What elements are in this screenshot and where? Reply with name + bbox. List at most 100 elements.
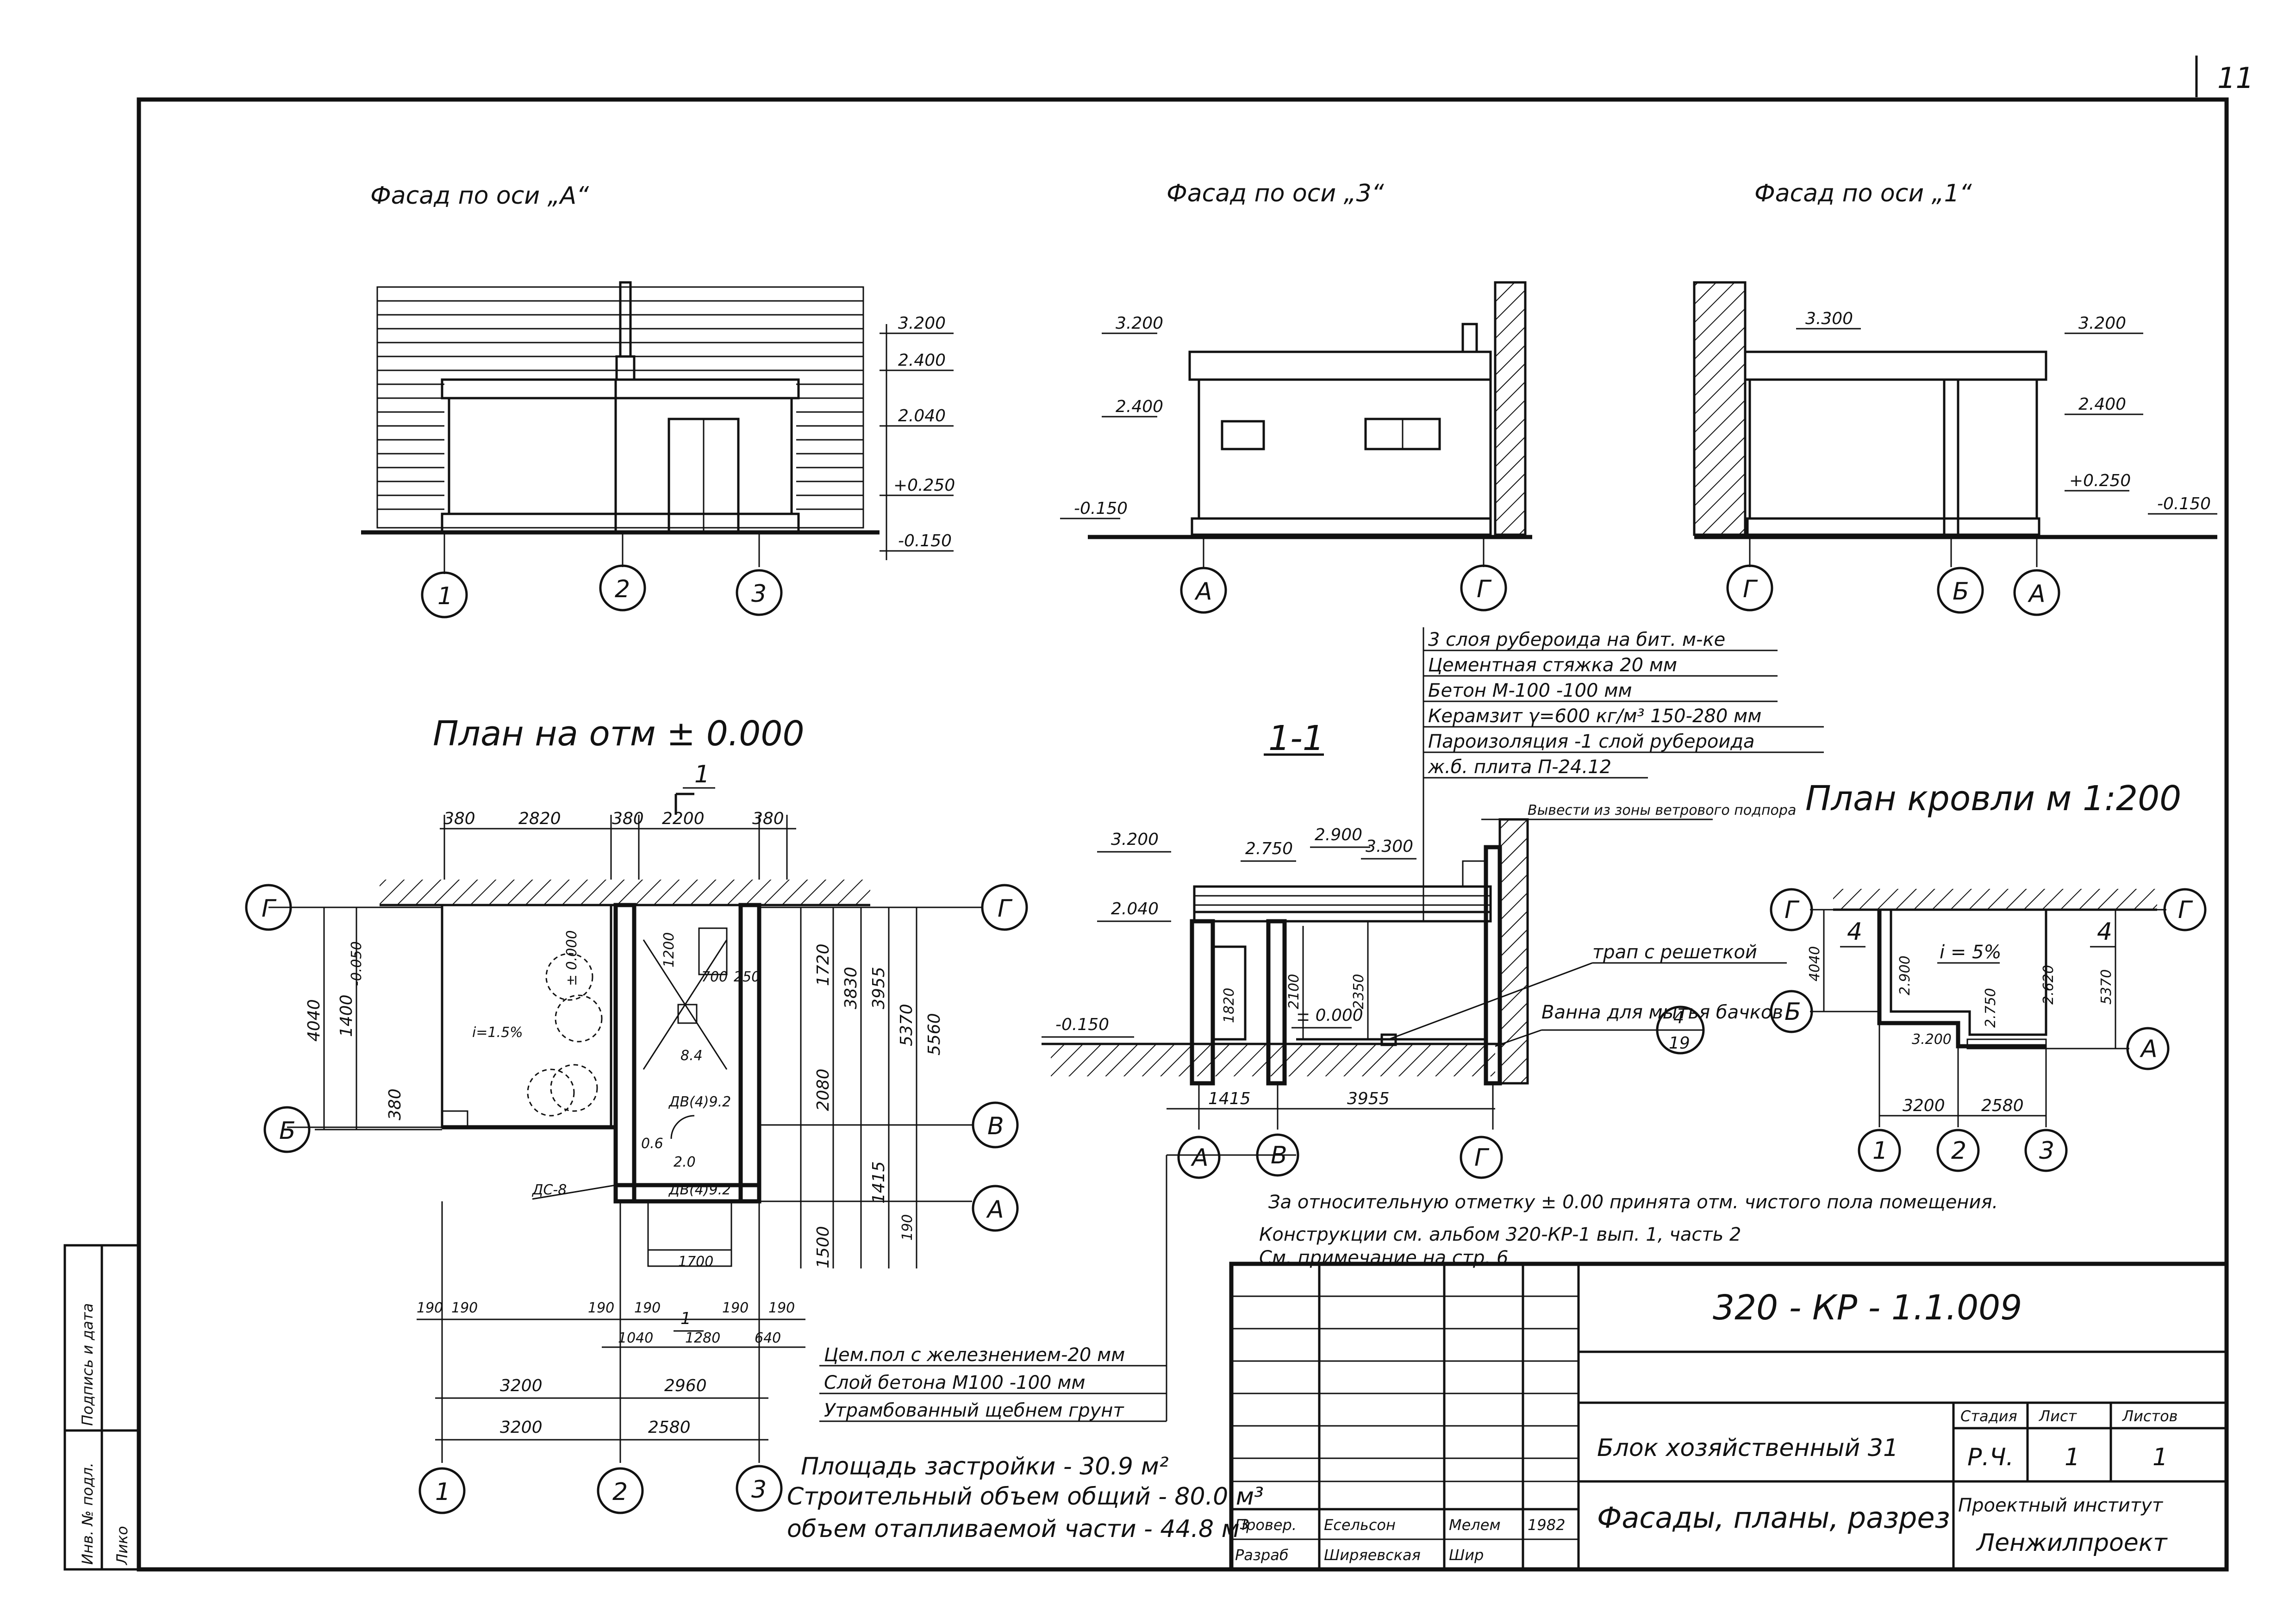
section-level-7: ± 0.000 bbox=[1296, 1006, 1363, 1025]
plan-axis-right-g: Г bbox=[998, 895, 1013, 923]
facade-1: Фасад по оси „1“ 3.300 3.200 2.400 +0.25… bbox=[1693, 180, 2217, 616]
roof-axis-2: 2 bbox=[1951, 1137, 1966, 1165]
title-role-1: Провер. bbox=[1235, 1516, 1297, 1534]
title-sheets: 1 bbox=[2152, 1443, 2168, 1471]
section-axis-v: В bbox=[1271, 1142, 1287, 1169]
plan-right-dim-5: 5370 bbox=[897, 1004, 916, 1046]
title-block: 320 - КР - 1.1.009 Блок хозяйственный 31… bbox=[1229, 1262, 2229, 1572]
section-dim-5: 3955 bbox=[1347, 1089, 1390, 1108]
plan-axis-bot-3: 3 bbox=[751, 1476, 767, 1504]
plan-left-dim-1: 4040 bbox=[305, 999, 324, 1042]
section-level-1: 3.200 bbox=[1111, 830, 1159, 849]
plan-bot-1-1: 190 bbox=[417, 1300, 443, 1316]
plan-axis-right-a: А bbox=[986, 1196, 1004, 1224]
plan-section-mark: 1 bbox=[694, 761, 710, 788]
floor-layers: Цем.пол с железнением-20 мм Слой бетона … bbox=[819, 1154, 1296, 1422]
roof-plan-title: План кровли м 1:200 bbox=[1805, 779, 2181, 818]
section-detail-top: 4 bbox=[1673, 1008, 1684, 1027]
facade-3-title: Фасад по оси „3“ bbox=[1167, 180, 1385, 207]
section-callout-bath: Ванна для мытья бачков bbox=[1541, 1002, 1783, 1023]
plan-axis-bot-1: 1 bbox=[435, 1478, 450, 1506]
plan-int-2: ± 0.000 bbox=[564, 930, 580, 986]
section-dim-2: 2100 bbox=[1286, 974, 1302, 1009]
facade-a-title: Фасад по оси „А“ bbox=[370, 182, 589, 210]
floor-layer-1: Цем.пол с железнением-20 мм bbox=[824, 1344, 1125, 1366]
roof-mark-2: 4 bbox=[2097, 918, 2112, 946]
level-fa-2: 2.400 bbox=[898, 351, 946, 370]
area-summary: Площадь застройки - 30.9 м² Строительный… bbox=[787, 1453, 1264, 1543]
roof-dim-3: 3200 bbox=[1903, 1096, 1945, 1115]
section-axis-g: Г bbox=[1474, 1144, 1490, 1172]
plan-bot-2-2: 1280 bbox=[685, 1330, 720, 1346]
roof-axis-b: Б bbox=[1784, 998, 1801, 1026]
roof-dim-2: 5370 bbox=[2098, 969, 2115, 1005]
roof-level-2: 2.750 bbox=[1983, 988, 1999, 1028]
plan-int-8: ДВ(4)9.2 bbox=[668, 1094, 731, 1110]
facade-3-levels: 3.200 2.400 -0.150 bbox=[1060, 314, 1163, 519]
facade-3: Фасад по оси „3“ 3.200 2.400 -0.150 А Г bbox=[1060, 180, 1532, 614]
plan-section-mark-bottom: 1 bbox=[680, 1309, 691, 1328]
plan-axis-bot-2: 2 bbox=[612, 1478, 628, 1506]
plan-int-6: 1200 bbox=[661, 932, 677, 968]
area-3: объем отапливаемой части - 44.8 м³ bbox=[787, 1515, 1249, 1543]
plan-bot-2-1: 1040 bbox=[618, 1330, 653, 1346]
plan-axis-right-v: В bbox=[987, 1112, 1004, 1140]
plan-axis-left-g: Г bbox=[262, 895, 277, 923]
section-level-6: 3.300 bbox=[1366, 837, 1413, 856]
roof-axis-a: А bbox=[2140, 1035, 2158, 1063]
plan-int-11: 0.6 bbox=[641, 1136, 663, 1152]
side-stamp-signature: Подпись и дата bbox=[79, 1303, 96, 1426]
section-title: 1-1 bbox=[1268, 718, 1324, 758]
plan-right-dim-2: 2080 bbox=[814, 1068, 833, 1111]
plan-top-dim-5: 380 bbox=[752, 809, 784, 828]
plan-int-13: ДС-8 bbox=[531, 1182, 567, 1198]
plan-right-dim-4: 3955 bbox=[869, 967, 888, 1009]
side-stamp: Инв. № подл. Подпись и дата Лико bbox=[63, 1244, 140, 1571]
roof-layer-1: 3 слоя рубероида на бит. м-ке bbox=[1428, 629, 1725, 650]
roof-layer-2: Цементная стяжка 20 мм bbox=[1428, 655, 1677, 676]
section-axis-a: А bbox=[1191, 1144, 1209, 1172]
roof-axis-3: 3 bbox=[2039, 1137, 2054, 1165]
section-callout-vent: Вывести из зоны ветрового подпора bbox=[1528, 802, 1796, 818]
level-fa-4: +0.250 bbox=[893, 476, 955, 495]
facade-a-siding bbox=[376, 286, 864, 529]
note-2: Конструкции см. альбом 320-КР-1 вып. 1, … bbox=[1259, 1224, 1741, 1245]
plan-top-dim-1: 380 bbox=[443, 809, 475, 828]
level-f1-4: +0.250 bbox=[2069, 471, 2131, 490]
facade-a-levels: 3.200 2.400 2.040 +0.250 -0.150 bbox=[880, 314, 955, 560]
section-level-3: -0.150 bbox=[1055, 1015, 1109, 1034]
plan-right-dim-7: 1415 bbox=[869, 1161, 888, 1204]
level-f3-2: 2.400 bbox=[1116, 397, 1163, 416]
title-date-1: 1982 bbox=[1528, 1516, 1565, 1534]
floor-plan: План на отм ± 0.000 1 380 2820 380 2200 … bbox=[245, 714, 1028, 1514]
plan-int-3: i=1.5% bbox=[472, 1024, 523, 1041]
roof-layer-3: Бетон М-100 -100 мм bbox=[1428, 680, 1632, 701]
plan-bot-1-2: 190 bbox=[451, 1300, 478, 1316]
title-code: 320 - КР - 1.1.009 bbox=[1713, 1288, 2022, 1328]
plan-top-dim-4: 2200 bbox=[662, 809, 705, 828]
area-2: Строительный объем общий - 80.0 м³ bbox=[787, 1483, 1264, 1511]
plan-right-dim-1: 1720 bbox=[814, 943, 833, 986]
title-sheet-title: Фасады, планы, разрез bbox=[1597, 1501, 1950, 1535]
plan-right-dim-8: 1500 bbox=[814, 1226, 833, 1268]
plan-right-dim-3: 3830 bbox=[842, 967, 861, 1009]
roof-layer-6: ж.б. плита П-24.12 bbox=[1428, 756, 1611, 778]
title-name-1: Есельсон bbox=[1324, 1516, 1396, 1534]
plan-top-dim-2: 2820 bbox=[518, 809, 561, 828]
floor-layer-3: Утрамбованный щебнем грунт bbox=[824, 1400, 1124, 1421]
plan-left-dim-2: 1400 bbox=[337, 994, 356, 1037]
floor-layer-2: Слой бетона М100 -100 мм bbox=[824, 1372, 1086, 1393]
title-object: Блок хозяйственный 31 bbox=[1597, 1434, 1898, 1462]
side-stamp-inv: Инв. № подл. bbox=[79, 1462, 96, 1565]
roof-axis-1: 1 bbox=[1872, 1137, 1888, 1165]
axis-fa-1: 1 bbox=[437, 582, 453, 610]
level-f1-3: 2.400 bbox=[2078, 395, 2126, 414]
level-f3-3: -0.150 bbox=[1074, 499, 1128, 518]
plan-right-dim-9: 190 bbox=[899, 1214, 916, 1241]
level-fa-5: -0.150 bbox=[898, 531, 952, 550]
plan-title: План на отм ± 0.000 bbox=[433, 714, 805, 754]
axis-f1-b: Б bbox=[1953, 578, 1969, 606]
plan-bot-1-3: 190 bbox=[588, 1300, 614, 1316]
axis-fa-2: 2 bbox=[615, 575, 630, 603]
section-1-1: 1-1 3.200 2.040 -0.150 2.750 2.900 3.300… bbox=[1042, 718, 1796, 1179]
